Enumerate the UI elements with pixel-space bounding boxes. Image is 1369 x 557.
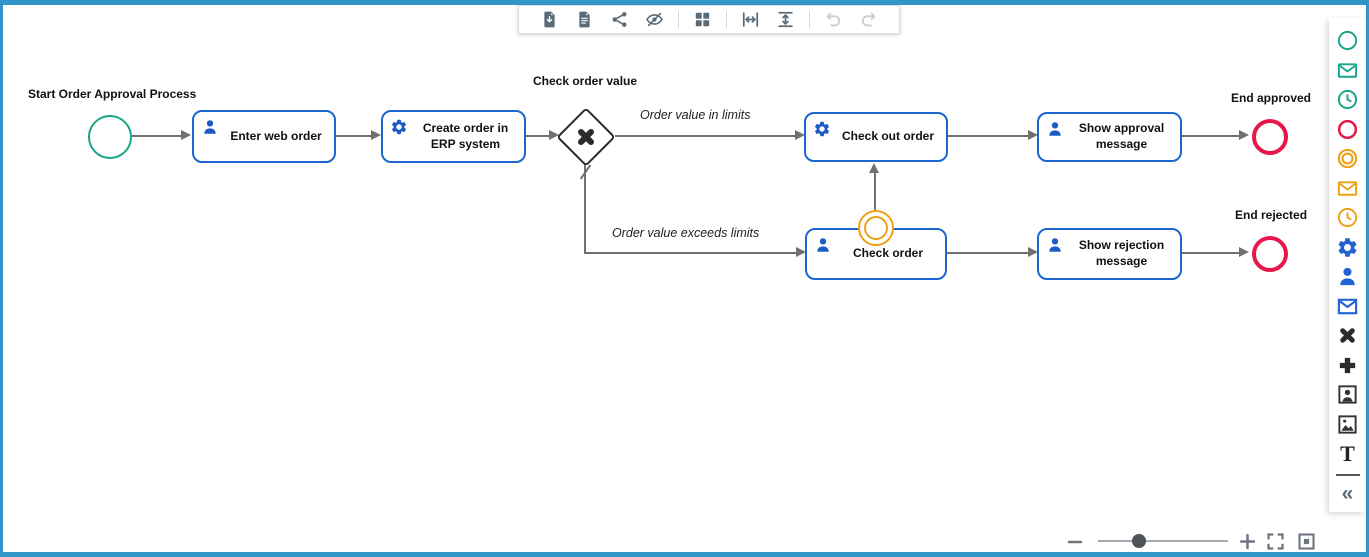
end-approved-label: End approved <box>1231 91 1312 105</box>
message-intermediate-event-icon[interactable] <box>1335 174 1361 204</box>
user-task-icon <box>1046 236 1064 254</box>
boundary-intermediate-event-inner-circle <box>864 216 888 240</box>
text-icon[interactable]: T <box>1340 440 1355 466</box>
service-task-icon <box>390 118 408 136</box>
task-enter-web-order[interactable]: Enter web order <box>192 110 336 163</box>
document-icon[interactable] <box>574 9 596 31</box>
collapse-palette-icon[interactable]: « <box>1341 481 1354 505</box>
arrowhead <box>549 130 559 140</box>
toolbar-separator <box>809 11 810 28</box>
timer-start-event-icon[interactable] <box>1335 85 1361 115</box>
task-show-rejection-message[interactable]: Show rejection message <box>1037 228 1182 280</box>
zoom-in-icon[interactable] <box>1238 532 1257 551</box>
task-show-approval-message[interactable]: Show approval message <box>1037 112 1182 162</box>
arrowhead <box>796 247 806 257</box>
service-task-icon[interactable] <box>1335 233 1361 263</box>
arrowhead <box>869 163 879 173</box>
task-label: Check out order <box>841 129 934 144</box>
flow-start-to-enter[interactable] <box>132 135 181 137</box>
end-event-icon[interactable] <box>1335 115 1361 145</box>
timer-intermediate-event-icon[interactable] <box>1335 203 1361 233</box>
user-task-icon[interactable] <box>1335 262 1361 292</box>
flow-gateway-to-checkorder[interactable] <box>584 252 796 254</box>
task-label: Show rejection message <box>1078 238 1165 268</box>
flow-label-in-limits: Order value in limits <box>640 108 751 122</box>
arrowhead <box>1239 247 1249 257</box>
intermediate-event-icon[interactable] <box>1335 144 1361 174</box>
flow-enter-to-create[interactable] <box>336 135 371 137</box>
send-task-icon[interactable] <box>1335 292 1361 322</box>
redo-icon[interactable] <box>858 9 880 31</box>
arrowhead <box>1028 130 1038 140</box>
task-label: Create order in ERP system <box>422 120 509 151</box>
fullscreen-icon[interactable] <box>1265 531 1286 552</box>
user-task-icon <box>814 236 832 254</box>
toolbar-separator <box>678 11 679 28</box>
zoom-out-icon[interactable] <box>1066 533 1084 551</box>
flow-approval-to-end[interactable] <box>1182 135 1239 137</box>
top-toolbar <box>518 5 900 34</box>
shape-palette: T « <box>1329 18 1366 512</box>
task-check-out-order[interactable]: Check out order <box>804 112 948 162</box>
flow-create-to-gateway[interactable] <box>526 135 549 137</box>
flow-label-exceeds-limits: Order value exceeds limits <box>612 226 760 240</box>
task-label: Show approval message <box>1078 121 1165 151</box>
user-task-icon <box>201 118 219 136</box>
end-event-approved[interactable] <box>1252 119 1288 155</box>
undo-icon[interactable] <box>823 9 845 31</box>
parallel-gateway-icon[interactable] <box>1335 351 1361 381</box>
zoom-slider-track[interactable] <box>1098 540 1228 542</box>
exclusive-gateway-icon[interactable] <box>1335 321 1361 351</box>
flow-boundary-to-checkout[interactable] <box>874 172 876 212</box>
start-event-icon[interactable] <box>1335 26 1361 56</box>
user-image-icon[interactable] <box>1335 380 1361 410</box>
task-label: Enter web order <box>230 128 322 143</box>
zoom-slider-handle[interactable] <box>1132 534 1146 548</box>
end-event-rejected[interactable] <box>1252 236 1288 272</box>
arrowhead <box>1028 247 1038 257</box>
flow-gateway-to-checkout[interactable] <box>615 135 795 137</box>
task-label: Check order <box>852 246 924 261</box>
fit-height-icon[interactable] <box>775 9 797 31</box>
start-event[interactable] <box>88 115 132 159</box>
start-event-label: Start Order Approval Process <box>28 87 197 101</box>
boundary-intermediate-event[interactable] <box>858 210 894 246</box>
arrowhead <box>181 130 191 140</box>
fit-screen-icon[interactable] <box>1296 531 1317 552</box>
toolbar-separator <box>726 11 727 28</box>
flow-rejection-to-end[interactable] <box>1182 252 1239 254</box>
gateway-label: Check order value <box>533 74 638 88</box>
fit-width-icon[interactable] <box>740 9 762 31</box>
arrowhead <box>1239 130 1249 140</box>
hide-icon[interactable] <box>644 9 666 31</box>
user-task-icon <box>1046 120 1064 138</box>
image-icon[interactable] <box>1335 410 1361 440</box>
arrowhead <box>795 130 805 140</box>
exclusive-gateway-x-icon <box>574 125 598 149</box>
flow-checkorder-to-rejection[interactable] <box>947 252 1028 254</box>
task-create-order-erp[interactable]: Create order in ERP system <box>381 110 526 163</box>
grid-icon[interactable] <box>692 9 714 31</box>
end-rejected-label: End rejected <box>1235 208 1308 222</box>
flow-gateway-down[interactable] <box>584 164 586 253</box>
palette-divider <box>1335 473 1360 476</box>
flow-checkout-to-approval[interactable] <box>948 135 1028 137</box>
export-file-icon[interactable] <box>539 9 561 31</box>
share-icon[interactable] <box>609 9 631 31</box>
service-task-icon <box>813 120 831 138</box>
message-start-event-icon[interactable] <box>1335 56 1361 86</box>
arrowhead <box>371 130 381 140</box>
